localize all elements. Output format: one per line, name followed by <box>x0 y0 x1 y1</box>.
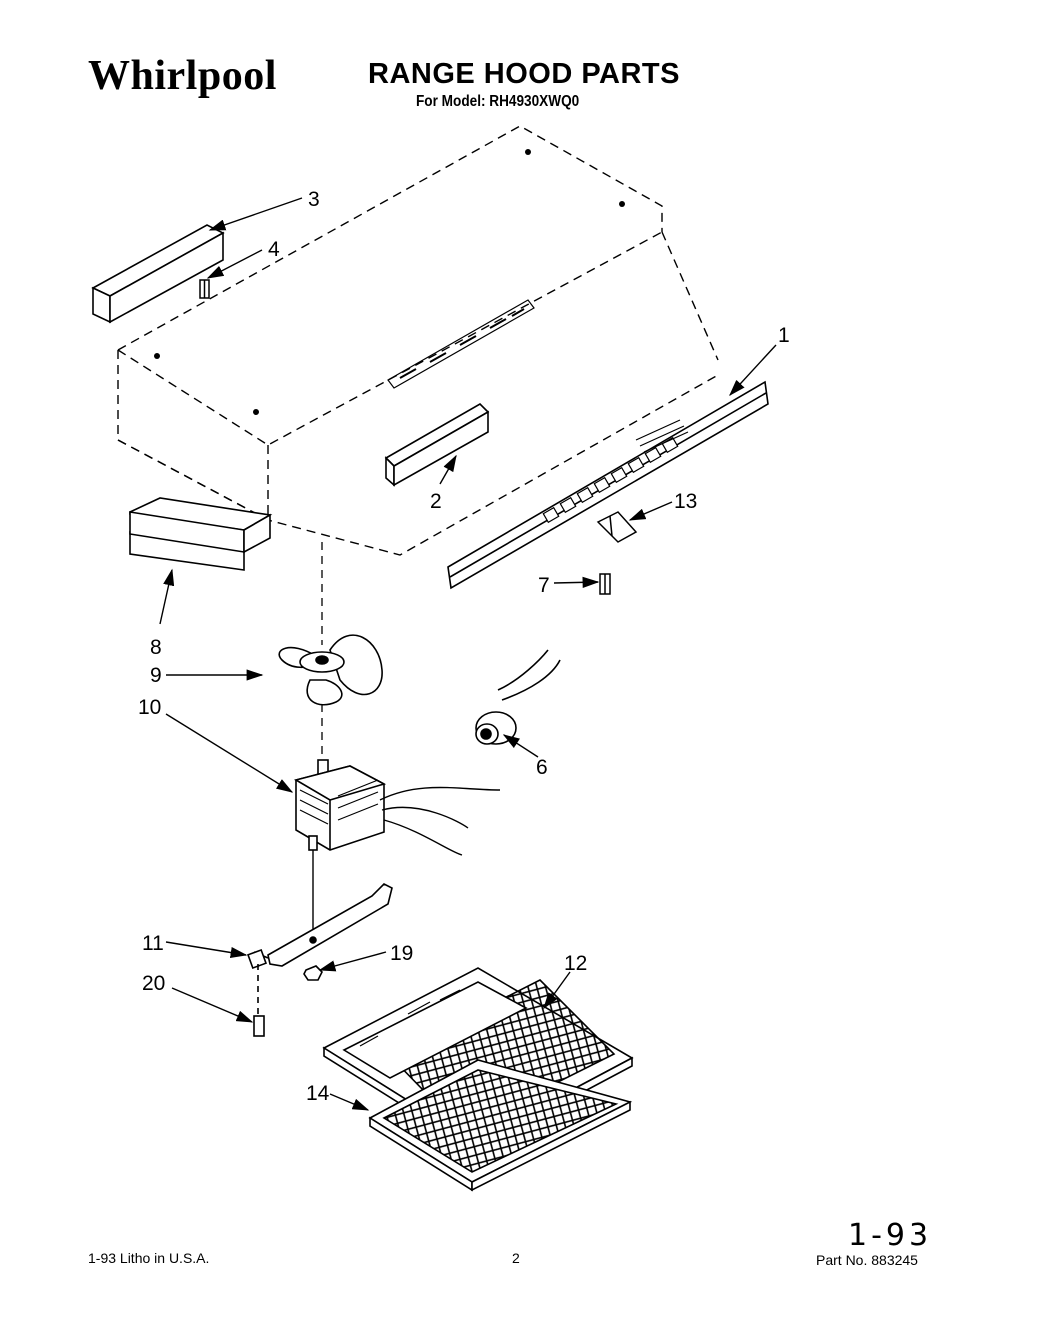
callout-9: 9 <box>150 664 162 687</box>
footer-part-number: Part No. 883245 <box>816 1252 918 1268</box>
page-title: RANGE HOOD PARTS <box>368 58 680 90</box>
screw-4 <box>199 279 210 299</box>
callout-10: 10 <box>138 696 161 719</box>
duct-connector-3 <box>91 224 225 324</box>
handwritten-date: 1-93 <box>848 1218 933 1253</box>
motor-10 <box>293 759 501 935</box>
lamp-socket-6 <box>475 649 561 745</box>
control-panel-1 <box>447 380 769 590</box>
callout-4: 4 <box>268 238 280 261</box>
footer-page-number: 2 <box>512 1250 520 1266</box>
screw-7 <box>599 573 611 595</box>
callout-8: 8 <box>150 636 162 659</box>
mounting-bracket-11 <box>247 883 393 969</box>
callout-20: 20 <box>142 972 165 995</box>
vent-slots <box>387 299 535 389</box>
footer-litho: 1-93 Litho in U.S.A. <box>88 1250 210 1266</box>
model-subtitle: For Model: RH4930XWQ0 <box>416 93 580 110</box>
callout-14: 14 <box>306 1082 330 1105</box>
fan-blade-9 <box>278 634 383 706</box>
callout-7: 7 <box>538 574 550 597</box>
callout-19: 19 <box>390 942 413 965</box>
bracket-13 <box>596 511 638 543</box>
range-hood-body <box>117 125 719 556</box>
callout-11: 11 <box>142 932 164 955</box>
callout-1: 1 <box>778 324 790 347</box>
charcoal-filter-14 <box>368 1059 633 1192</box>
screw-20 <box>253 964 265 1037</box>
callout-leaders <box>159 197 777 1111</box>
callout-6: 6 <box>536 756 548 779</box>
callout-12: 12 <box>564 952 587 975</box>
brand-logo: Whirlpool <box>88 53 277 99</box>
cover-box-8 <box>129 497 273 571</box>
callout-3: 3 <box>308 188 320 211</box>
callout-2: 2 <box>430 490 442 513</box>
nut-19 <box>303 965 323 981</box>
label-plate-2 <box>384 403 490 487</box>
callout-13: 13 <box>674 490 697 513</box>
